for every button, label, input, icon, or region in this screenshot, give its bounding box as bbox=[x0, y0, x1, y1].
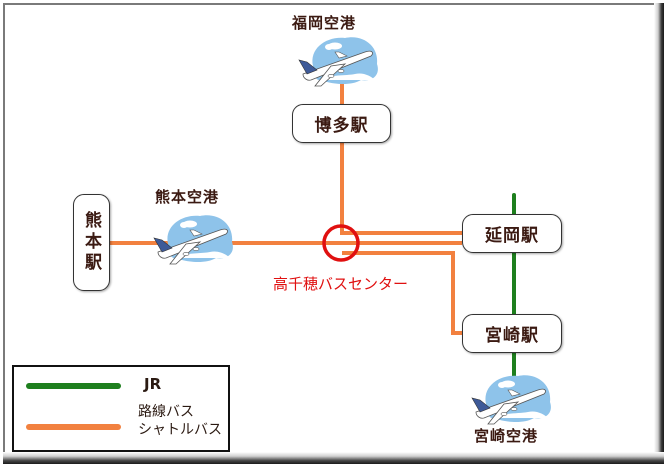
airport-label-kumamoto: 熊本空港 bbox=[155, 188, 220, 206]
frame-shadow-bottom bbox=[3, 452, 664, 464]
legend-label-jr: JR bbox=[144, 375, 162, 393]
frame-shadow-right bbox=[654, 3, 664, 464]
hub-label: 高千穂バスセンター bbox=[273, 275, 409, 293]
frame-border-left bbox=[3, 3, 5, 455]
frame-border-top bbox=[3, 3, 659, 5]
airport-icon-miyazaki bbox=[471, 374, 552, 425]
hub-marker bbox=[322, 224, 360, 262]
legend-swatch-bus bbox=[26, 424, 121, 430]
legend-label-bus-line1: 路線バス bbox=[138, 404, 194, 420]
station-miyazaki[interactable]: 宮崎駅 bbox=[462, 314, 562, 353]
legend-label-bus-line2: シャトルバス bbox=[138, 422, 222, 438]
airport-label-miyazaki: 宮崎空港 bbox=[474, 427, 539, 445]
station-hakata[interactable]: 博多駅 bbox=[292, 104, 391, 143]
bus-line-hakata-nobeoka bbox=[340, 143, 462, 235]
station-kumamoto[interactable]: 熊本駅 bbox=[73, 194, 110, 291]
airport-label-fukuoka: 福岡空港 bbox=[292, 14, 357, 32]
bus-line-hub-miyazaki bbox=[342, 251, 462, 335]
airport-icon-fukuoka bbox=[298, 36, 379, 87]
station-nobeoka[interactable]: 延岡駅 bbox=[462, 214, 562, 253]
airport-icon-kumamoto bbox=[153, 214, 234, 265]
legend: JR 路線バス シャトルバス bbox=[12, 365, 230, 452]
legend-swatch-jr bbox=[26, 383, 121, 389]
